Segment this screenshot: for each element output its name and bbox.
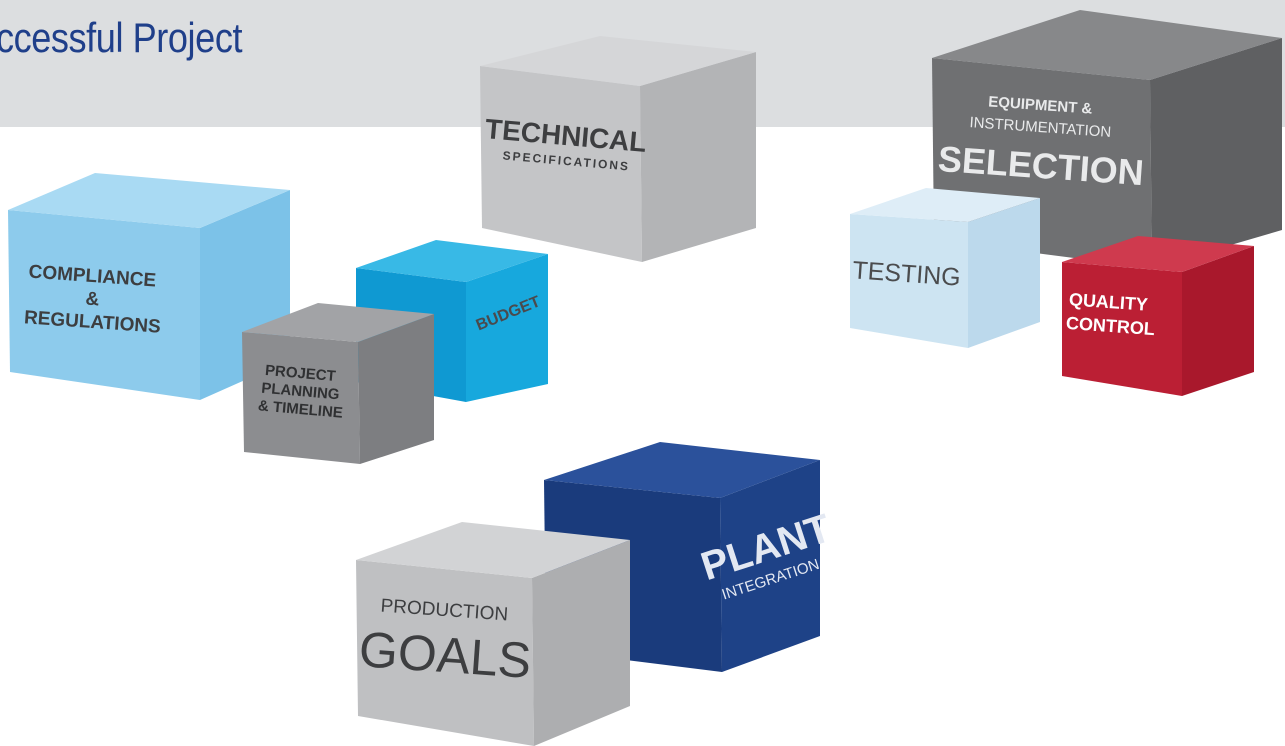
quality-box: QUALITY CONTROL bbox=[1062, 236, 1254, 396]
planning-label-2: PLANNING bbox=[261, 380, 341, 404]
production-label-2: GOALS bbox=[357, 621, 533, 689]
testing-box: TESTING bbox=[850, 188, 1040, 348]
compliance-box: COMPLIANCE & REGULATIONS bbox=[8, 173, 290, 400]
page-title: ccessful Project bbox=[0, 14, 243, 61]
planning-label-1: PROJECT bbox=[264, 362, 336, 385]
production-box: PRODUCTION GOALS bbox=[356, 522, 630, 746]
planning-box: PROJECT PLANNING & TIMELINE bbox=[242, 303, 434, 464]
technical-box: TECHNICAL SPECIFICATIONS bbox=[480, 36, 756, 262]
compliance-label-2: & bbox=[85, 289, 100, 311]
